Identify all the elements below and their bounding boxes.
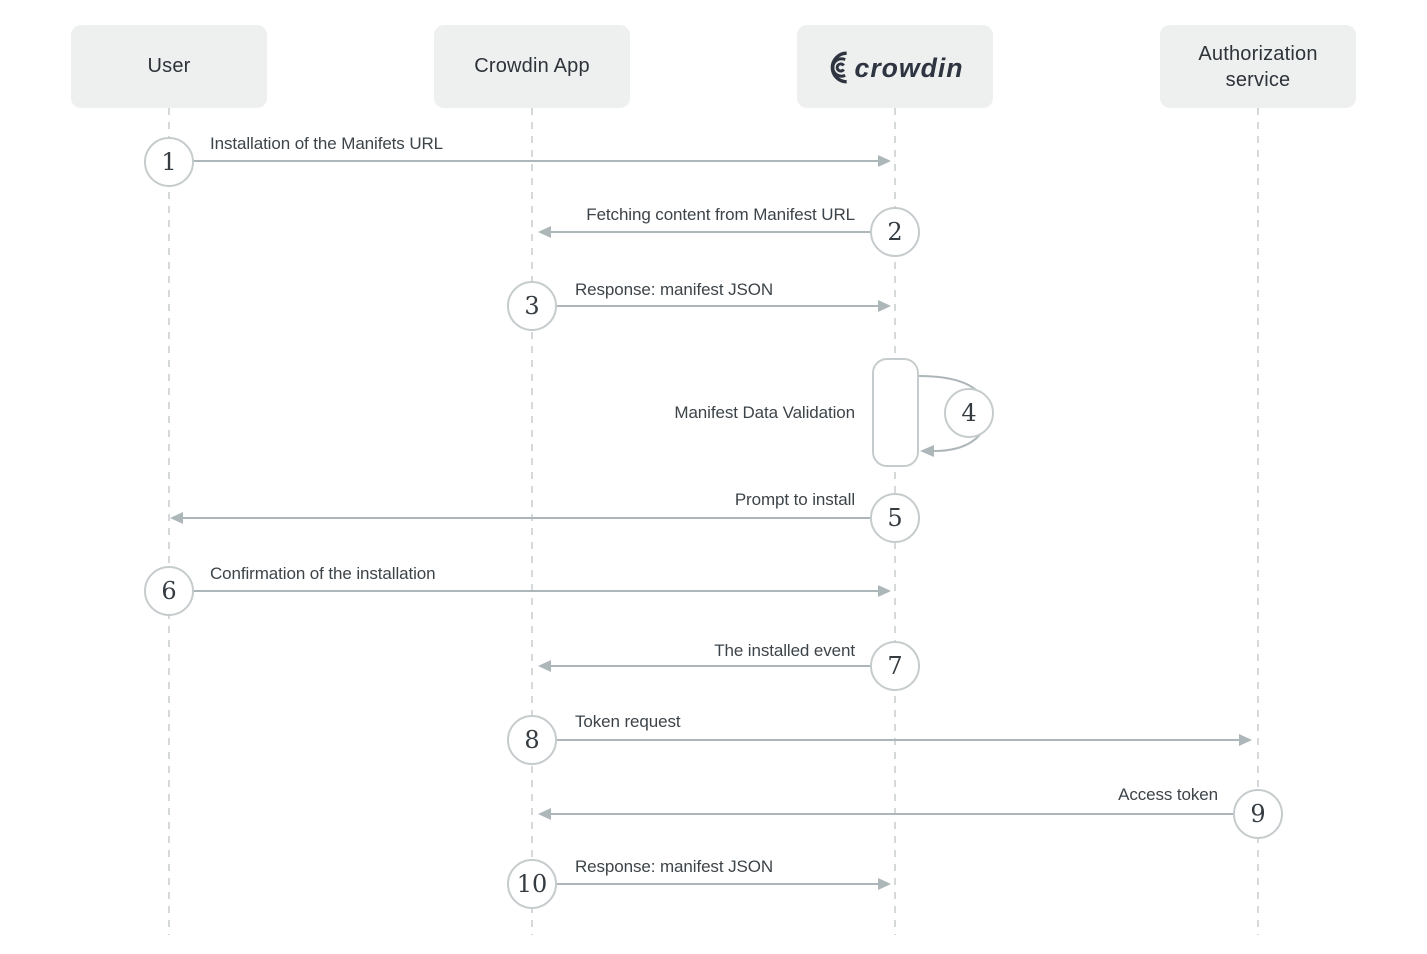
message-1-label: Installation of the Manifets URL [210,134,444,153]
message-5-arrow [170,512,871,524]
actor-user: User [71,25,267,108]
message-10-arrow [556,878,891,890]
step-10-badge: 10 [507,859,557,909]
message-9-label: Access token [1118,785,1218,804]
message-10-label: Response: manifest JSON [575,857,774,876]
step-2-badge: 2 [870,207,920,257]
actor-crowdin: crowdin [797,25,993,108]
message-7-label: The installed event [714,641,855,660]
crowdin-logo: crowdin [830,51,964,83]
message-4-label: Manifest Data Validation [674,403,855,422]
lifeline-authorization-service [1257,108,1259,935]
actor-crowdin-app-label: Crowdin App [474,55,590,77]
message-6-label: Confirmation of the installation [210,564,436,583]
actor-crowdin-app: Crowdin App [434,25,630,108]
message-3-arrow [556,300,891,312]
message-6-arrow [193,585,891,597]
actor-authorization-service-label: Authorization service [1198,42,1318,91]
message-8-label: Token request [575,712,681,731]
message-2-arrow [538,226,871,238]
message-1-arrow [193,155,891,167]
step-1-badge: 1 [144,137,194,187]
actor-authorization-service: Authorization service [1160,25,1356,108]
step-7-badge: 7 [870,641,920,691]
step-9-badge: 9 [1233,789,1283,839]
message-5-label: Prompt to install [734,490,855,509]
step-6-badge: 6 [144,566,194,616]
step-5-badge: 5 [870,493,920,543]
step-4-badge: 4 [944,388,994,438]
lifeline-user [168,108,170,935]
crowdin-logo-wordmark: crowdin [855,52,964,82]
step-8-badge: 8 [507,715,557,765]
message-2-label: Fetching content from Manifest URL [586,205,855,224]
message-8-arrow [556,734,1252,746]
message-7-arrow [538,660,871,672]
step-3-badge: 3 [507,281,557,331]
crowdin-logo-icon [830,51,847,83]
message-3-label: Response: manifest JSON [575,280,774,299]
message-9-arrow [538,808,1234,820]
lifeline-crowdin-app [531,108,533,935]
activation-box [872,358,919,467]
actor-user-label: User [147,55,191,77]
